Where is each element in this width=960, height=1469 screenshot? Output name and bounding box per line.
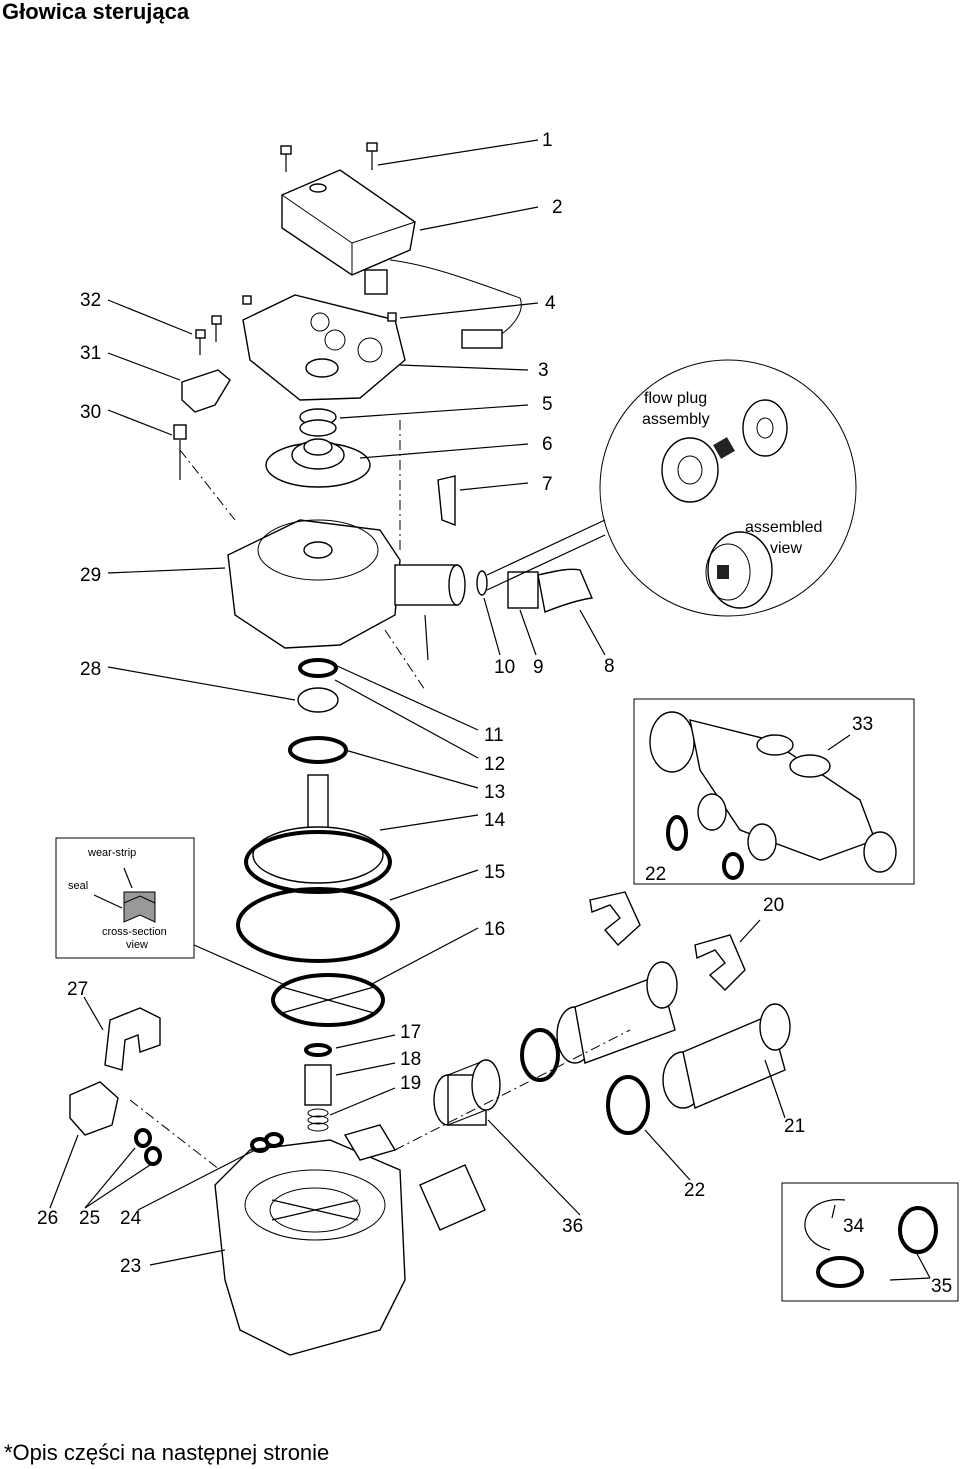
callout-5: 5 [542,394,553,415]
screws-part-32 [195,315,222,355]
screw-part-1 [280,142,378,172]
cross-section-label-1: cross-section [102,926,167,938]
elbow-part-8 [507,568,594,613]
flow-plug-inset: flow plug assembly assembled view [486,359,857,617]
oring-part-22 [520,1028,560,1082]
footer-note: *Opis części na następnej stronie [4,1440,330,1465]
leader-lines [49,139,931,1281]
sleeve-part-36 [433,1059,501,1126]
callout-numbers: 1 2 3 4 5 6 7 8 9 10 11 12 13 14 15 16 1… [37,130,952,1297]
flow-plug-part-10 [476,570,488,596]
callout-26: 26 [37,1208,58,1229]
manifold-inset [633,698,915,885]
gasket-part-15 [244,830,392,894]
pipes-part-21 [556,961,791,1109]
callout-27: 27 [67,979,88,1000]
callout-10: 10 [494,657,515,678]
callout-6: 6 [542,434,553,455]
callout-12: 12 [484,754,505,775]
cross-section-label-2: view [126,939,148,951]
callout-34: 34 [843,1216,865,1237]
callout-1: 1 [542,130,553,151]
seal-label: seal [68,880,88,892]
clip-inset [781,1182,959,1302]
callout-4: 4 [545,293,556,314]
callout-16: 16 [484,919,505,940]
clip-part-7 [437,475,456,527]
piston-part-14 [252,774,384,884]
wear-strip-label: wear-strip [87,847,136,859]
callout-19: 19 [400,1073,421,1094]
gear-part-6 [265,438,371,488]
clip-part-27 [104,1007,161,1071]
valve-body-part-23 [214,1124,486,1356]
callout-24: 24 [120,1208,142,1229]
callout-18: 18 [400,1049,421,1070]
callout-22-inset: 22 [645,864,666,885]
page-title: Głowica sterująca [2,0,190,24]
callout-22: 22 [684,1180,705,1201]
callout-2: 2 [552,197,563,218]
callout-36: 36 [562,1216,583,1237]
adapter-part-26 [69,1081,119,1136]
oring-part-17 [304,1043,332,1057]
clip-part-20 [589,891,641,947]
callout-35: 35 [931,1276,952,1297]
callout-21: 21 [784,1116,805,1137]
callout-31: 31 [80,343,101,364]
flow-plug-label-2: assembly [642,411,710,428]
callout-9: 9 [533,657,544,678]
callout-7: 7 [542,474,553,495]
callout-15: 15 [484,862,505,883]
oring-part-25 [134,1128,152,1148]
ring-part-13 [288,736,348,764]
gasket-part-16 [236,887,400,963]
spacer-part-18 [304,1064,332,1106]
cross-section-inset: wear-strip seal cross-section view [55,837,286,986]
assembled-label-2: view [770,540,802,557]
callout-17: 17 [400,1022,421,1043]
callout-29: 29 [80,565,101,586]
callout-20: 20 [763,895,784,916]
flow-plug-label-1: flow plug [644,390,707,407]
callout-28: 28 [80,659,101,680]
seal-x-part [271,973,385,1027]
seal-part-12 [297,687,339,713]
callout-13: 13 [484,782,505,803]
callout-11: 11 [484,725,504,746]
callout-23: 23 [120,1256,141,1277]
plate-part-3 [242,294,406,401]
callout-30: 30 [80,402,101,423]
callout-32: 32 [80,290,101,311]
callout-33: 33 [852,714,873,735]
motor-part-2 [281,169,522,349]
callout-3: 3 [538,360,549,381]
callout-25: 25 [79,1208,100,1229]
callout-8: 8 [604,656,615,677]
valve-body-part-29 [227,519,466,649]
callout-14: 14 [484,810,506,831]
spring-part-19 [307,1108,329,1132]
assembled-label-1: assembled [745,519,822,536]
oring-part-11 [298,658,338,678]
switch-part-31 [173,369,231,480]
